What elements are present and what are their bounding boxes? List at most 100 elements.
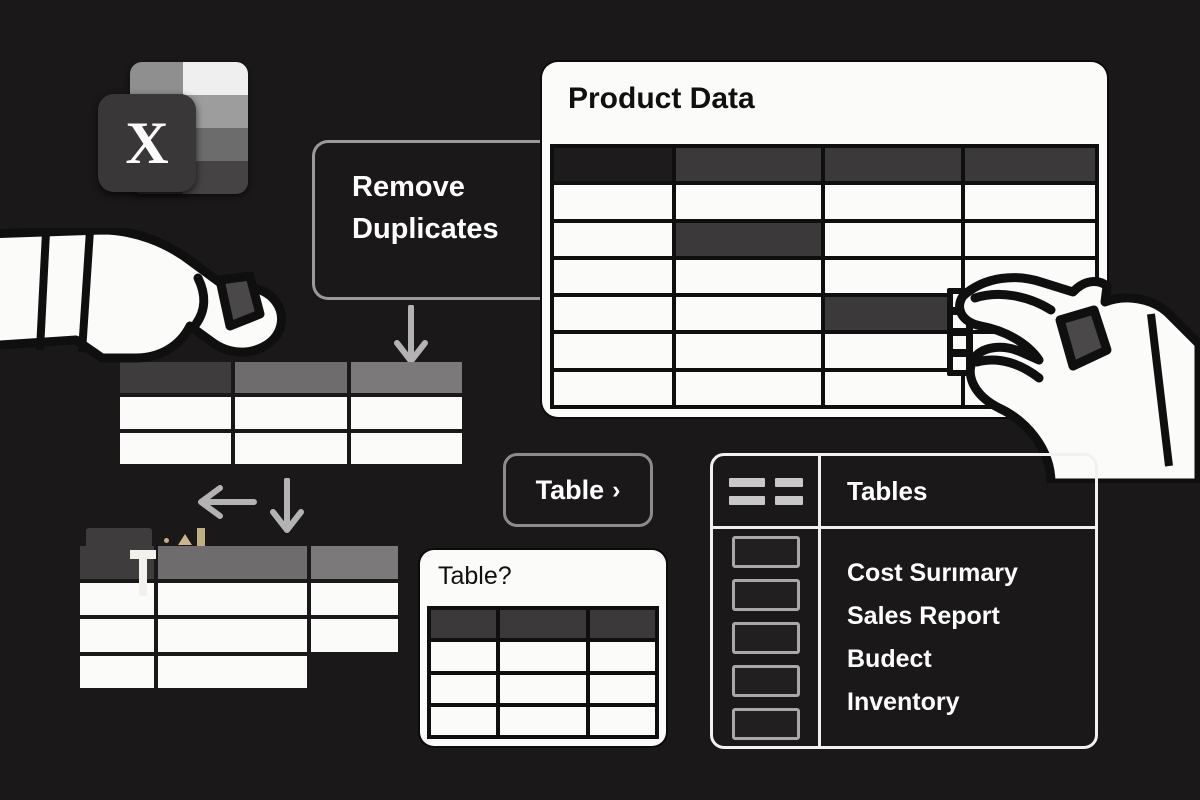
- table-cell[interactable]: [825, 371, 961, 405]
- table-header-cell[interactable]: [158, 546, 308, 579]
- table-cell[interactable]: [825, 148, 961, 182]
- grid-bar: [774, 477, 803, 487]
- table-cell[interactable]: [964, 185, 1095, 219]
- table-cell[interactable]: [589, 642, 655, 671]
- table-header-cell[interactable]: [235, 362, 347, 394]
- table-cell[interactable]: [158, 655, 308, 688]
- chevron-right-icon: ›: [612, 475, 621, 504]
- table-cell[interactable]: [825, 222, 961, 256]
- table-cell[interactable]: [311, 582, 398, 615]
- callout-label-line1: Remove: [352, 171, 465, 203]
- marker-triangle-icon: [178, 534, 192, 545]
- table-thumbnail-icon[interactable]: [731, 535, 800, 568]
- list-item[interactable]: Cost Surımary: [847, 558, 1018, 587]
- remove-duplicates-callout: Remove Duplicates: [312, 140, 558, 300]
- tables-panel[interactable]: Tables Cost Surımary Sales Report Budect…: [710, 453, 1098, 749]
- tables-sidebar-header: [713, 456, 818, 529]
- list-item[interactable]: Inventory: [847, 687, 960, 716]
- table-header-cell[interactable]: [350, 362, 462, 394]
- table-cell[interactable]: [554, 259, 673, 294]
- product-data-card[interactable]: Product Data: [542, 62, 1107, 417]
- table-cell[interactable]: [554, 148, 673, 182]
- table-cell[interactable]: [235, 397, 347, 429]
- bottom-left-table-group[interactable]: [80, 528, 398, 688]
- table-cell[interactable]: [554, 297, 673, 331]
- table-menu-button[interactable]: Table ›: [503, 453, 653, 527]
- table-cell-empty: [311, 656, 398, 689]
- table-header-cell[interactable]: [589, 610, 655, 639]
- table-cell[interactable]: [120, 432, 232, 464]
- table-menu-label: Table: [535, 474, 605, 505]
- tables-panel-title: Tables: [847, 475, 928, 506]
- table-cell[interactable]: [825, 185, 961, 219]
- table-cell[interactable]: [964, 222, 1095, 256]
- table-header-cell[interactable]: [431, 610, 497, 639]
- cursor-bar-horizontal: [130, 550, 156, 559]
- table-thumbnail-icon[interactable]: [731, 578, 800, 611]
- table-cell[interactable]: [825, 334, 961, 368]
- table-header-cell[interactable]: [500, 610, 586, 639]
- tables-sidebar: [713, 456, 821, 746]
- table-cell[interactable]: [431, 674, 497, 703]
- table-cell[interactable]: [676, 371, 822, 405]
- excel-letter: X: [125, 110, 169, 176]
- table-question-table[interactable]: [427, 606, 659, 739]
- grid-bar: [728, 495, 765, 505]
- tables-sidebar-thumbnails: [713, 529, 818, 746]
- list-item[interactable]: Budect: [847, 644, 932, 673]
- table-cell[interactable]: [80, 619, 155, 652]
- table-cell[interactable]: [554, 222, 673, 256]
- table-tab[interactable]: [86, 528, 152, 548]
- list-item[interactable]: Sales Report: [847, 601, 1000, 630]
- table-question-title: Table?: [438, 562, 512, 590]
- table-cell[interactable]: [500, 706, 586, 735]
- table-cell[interactable]: [235, 432, 347, 464]
- table-question-card[interactable]: Table?: [420, 550, 666, 746]
- table-cell[interactable]: [676, 148, 822, 182]
- grid-bars-icon: [728, 477, 803, 505]
- grid-bar: [728, 477, 765, 487]
- table-cell[interactable]: [676, 222, 822, 256]
- table-cell[interactable]: [500, 642, 586, 671]
- table-cell[interactable]: [825, 297, 961, 331]
- table-thumbnail-icon[interactable]: [731, 621, 800, 654]
- table-cell[interactable]: [311, 619, 398, 652]
- table-cell[interactable]: [158, 619, 308, 652]
- table-cell[interactable]: [500, 674, 586, 703]
- table-cell[interactable]: [158, 582, 308, 615]
- table-thumbnail-icon[interactable]: [731, 707, 800, 740]
- table-cell[interactable]: [825, 259, 961, 294]
- table-cell[interactable]: [676, 334, 822, 368]
- tables-panel-header: Tables: [821, 456, 1095, 529]
- table-cell[interactable]: [431, 642, 497, 671]
- table-thumbnail-icon[interactable]: [731, 664, 800, 697]
- bottom-left-table[interactable]: [80, 546, 398, 688]
- down-arrow-icon: [268, 478, 306, 536]
- table-header-cell[interactable]: [120, 362, 232, 394]
- table-header-cell[interactable]: [311, 546, 398, 579]
- table-cell[interactable]: [589, 706, 655, 735]
- table-cell[interactable]: [676, 185, 822, 219]
- excel-grid-tile: [183, 62, 248, 95]
- text-cursor-icon: [130, 550, 156, 596]
- table-cell[interactable]: [964, 148, 1095, 182]
- callout-label-line2: Duplicates: [352, 213, 499, 246]
- table-cell[interactable]: [554, 371, 673, 405]
- table-cell[interactable]: [350, 432, 462, 464]
- table-cell[interactable]: [80, 655, 155, 688]
- table-cell[interactable]: [431, 706, 497, 735]
- table-cell[interactable]: [554, 334, 673, 368]
- mid-table[interactable]: [120, 362, 462, 464]
- cursor-bar-vertical: [139, 556, 147, 596]
- table-cell[interactable]: [554, 185, 673, 219]
- product-data-title: Product Data: [568, 82, 755, 115]
- excel-app-icon[interactable]: X: [98, 62, 248, 202]
- table-cell[interactable]: [676, 259, 822, 294]
- table-cell[interactable]: [120, 397, 232, 429]
- right-hand-pinching-tile: [955, 268, 1200, 488]
- table-cell[interactable]: [676, 297, 822, 331]
- table-cell[interactable]: [350, 397, 462, 429]
- table-cell[interactable]: [589, 674, 655, 703]
- tables-list[interactable]: Cost Surımary Sales Report Budect Invent…: [821, 529, 1095, 746]
